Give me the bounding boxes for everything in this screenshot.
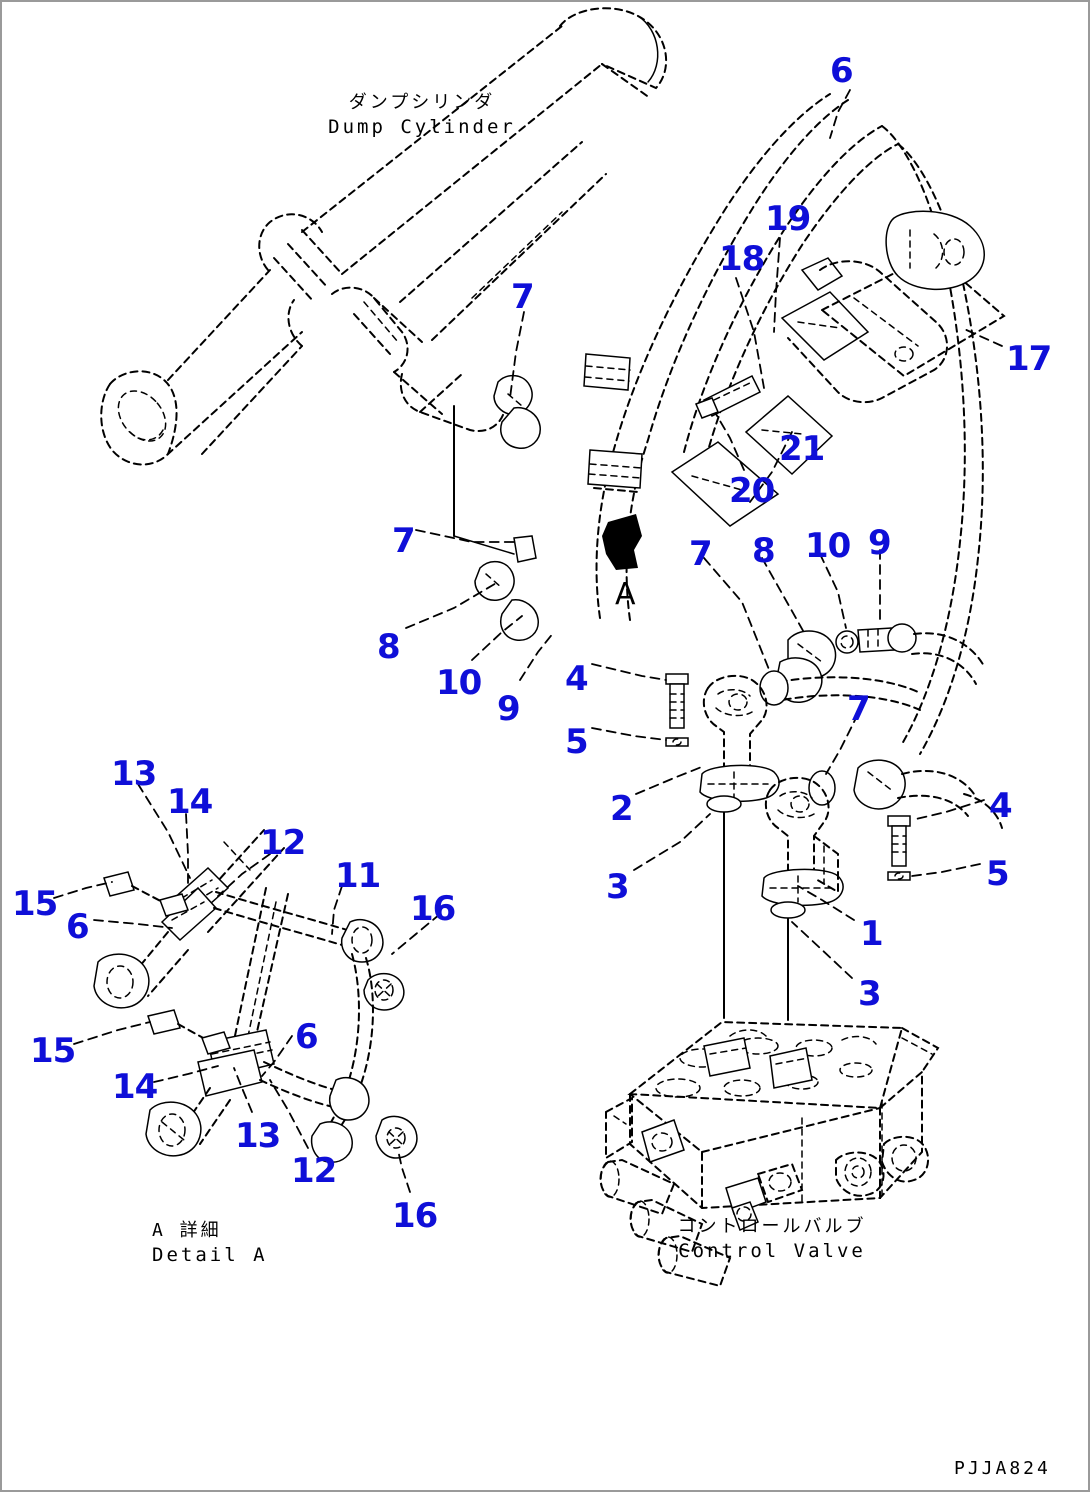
callout-part-4: 4 [989,786,1013,826]
callout-part-15: 15 [30,1031,76,1071]
hydraulic-hose-bundle [583,93,1006,755]
lever-assembly-right [761,776,844,1021]
callout-part-8: 8 [377,627,401,667]
callout-part-13: 13 [235,1116,281,1156]
callout-part-16: 16 [410,889,456,929]
callout-part-4: 4 [565,659,589,699]
callout-part-13: 13 [111,754,157,794]
callout-part-5: 5 [565,722,589,762]
callout-part-16: 16 [392,1196,438,1236]
callout-part-12: 12 [291,1151,337,1191]
caption-control-valve: コントロールバルブ Control Valve [652,1214,892,1264]
caption-detail-a-jp: A 詳細 [152,1220,222,1241]
control-valve-assembly [599,1020,940,1288]
callout-part-9: 9 [868,523,892,563]
callout-part-7: 7 [689,534,713,574]
callout-part-21: 21 [779,429,825,469]
caption-detail-a-en: Detail A [152,1244,268,1266]
document-id: PJJA824 [954,1458,1051,1479]
detail-a-assembly [93,829,418,1163]
valve-spool-cylinders [599,1158,732,1288]
callout-part-19: 19 [765,199,811,239]
callout-part-14: 14 [112,1067,158,1107]
callout-part-2: 2 [610,789,634,829]
dump-cylinder-assembly [100,7,668,641]
callout-part-20: 20 [729,471,775,511]
caption-dump-cylinder-en: Dump Cylinder [328,116,516,138]
callout-part-6: 6 [66,907,90,947]
callout-part-18: 18 [719,239,765,279]
callout-part-7: 7 [847,689,871,729]
caption-dump-cylinder-jp: ダンプシリンダ [348,92,496,113]
section-marker-a-label: A [615,577,636,612]
lever-assembly-left [699,674,780,1019]
clamp-bolt-20 [695,374,762,419]
caption-dump-cylinder: ダンプシリンダ Dump Cylinder [312,90,532,140]
callout-part-14: 14 [167,782,213,822]
caption-control-valve-jp: コントロールバルブ [677,1216,867,1237]
callout-part-10: 10 [436,663,482,703]
callout-part-3: 3 [606,867,630,907]
leader-lines [53,89,1003,1193]
callout-part-9: 9 [497,689,521,729]
caption-control-valve-en: Control Valve [678,1240,866,1262]
callout-part-10: 10 [805,526,851,566]
callout-part-6: 6 [295,1017,319,1057]
callout-part-6: 6 [830,51,854,91]
callout-part-15: 15 [12,884,58,924]
callout-part-11: 11 [335,856,381,896]
section-arrow-a [602,514,642,570]
bolt-washer-set-left [665,673,689,747]
callout-part-3: 3 [858,974,882,1014]
bolt-washer-set-right [887,815,911,881]
callout-part-1: 1 [860,914,884,954]
fitting-cluster-right [759,623,1003,829]
callout-part-17: 17 [1006,339,1052,379]
callout-part-12: 12 [260,823,306,863]
callout-part-7: 7 [511,277,535,317]
caption-detail-a: A 詳細 Detail A [152,1218,342,1268]
callout-part-7: 7 [392,521,416,561]
callout-part-5: 5 [986,854,1010,894]
callout-part-8: 8 [752,531,776,571]
hose-clamp-group [583,353,643,493]
